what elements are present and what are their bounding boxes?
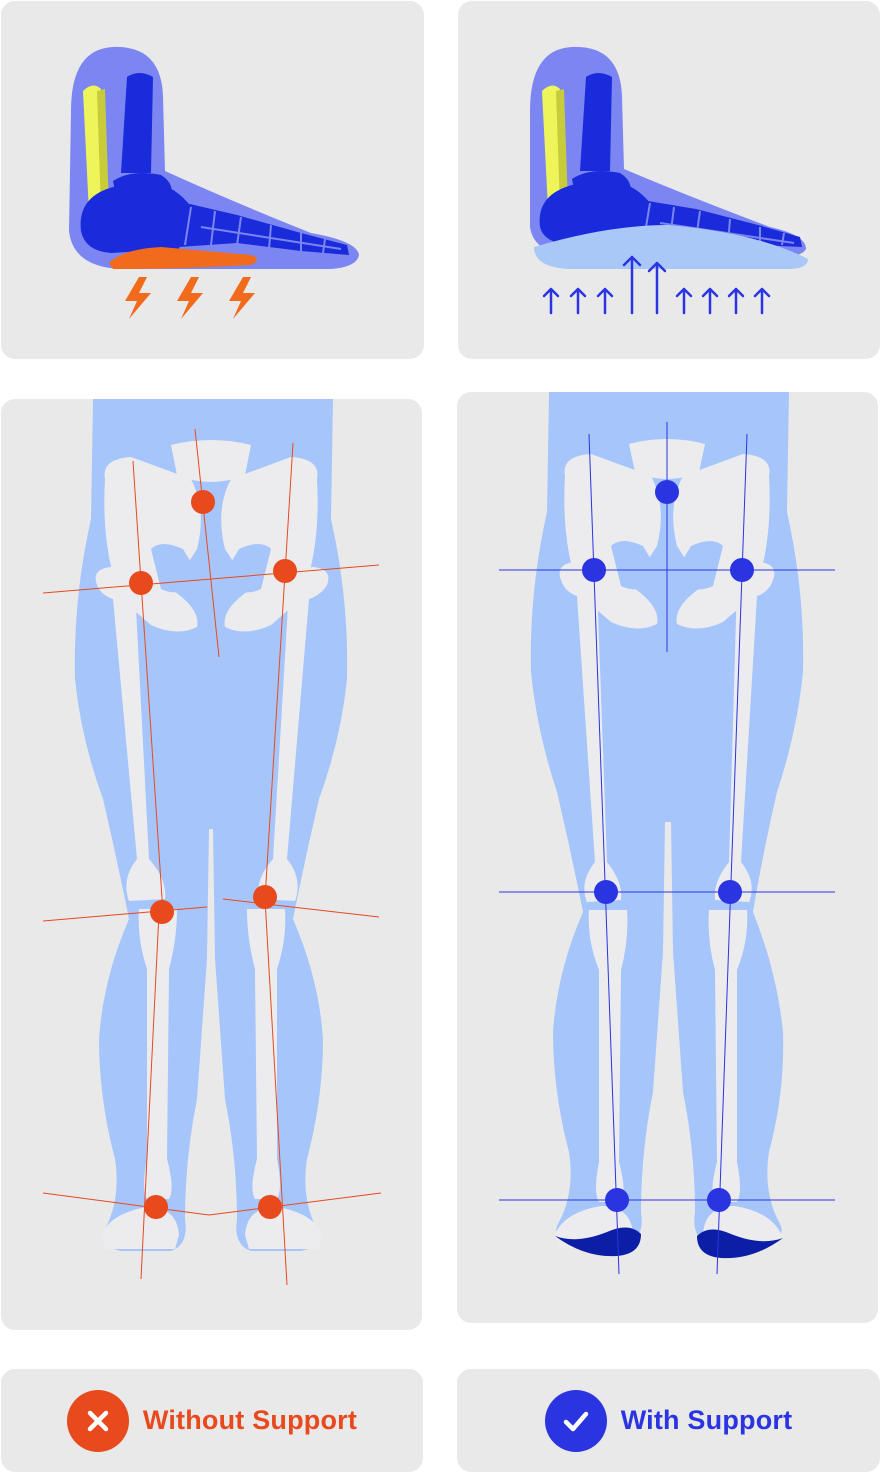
x-icon bbox=[66, 1389, 129, 1452]
without-support-label: Without Support bbox=[142, 1405, 358, 1435]
foot-illustration-supported bbox=[530, 46, 808, 315]
misaligned-joint-markers bbox=[129, 490, 297, 1219]
legs-without-support-panel bbox=[1, 399, 422, 1330]
insole-shape bbox=[534, 225, 808, 269]
aligned-joint-markers bbox=[582, 480, 754, 1212]
skeleton-misaligned-diagram bbox=[42, 399, 382, 1286]
skeleton-aligned-diagram bbox=[499, 392, 835, 1275]
check-icon bbox=[544, 1389, 607, 1452]
without-support-label-card: Without Support bbox=[1, 1369, 423, 1472]
with-support-label: With Support bbox=[620, 1405, 793, 1435]
foot-with-support-panel bbox=[458, 1, 880, 359]
with-support-label-card: With Support bbox=[457, 1369, 880, 1472]
pain-lightning-icon bbox=[125, 277, 255, 319]
support-arrows-icon bbox=[542, 255, 771, 315]
foot-illustration-flat bbox=[69, 46, 359, 319]
foot-without-support-panel bbox=[1, 1, 424, 359]
legs-with-support-panel bbox=[457, 392, 878, 1323]
